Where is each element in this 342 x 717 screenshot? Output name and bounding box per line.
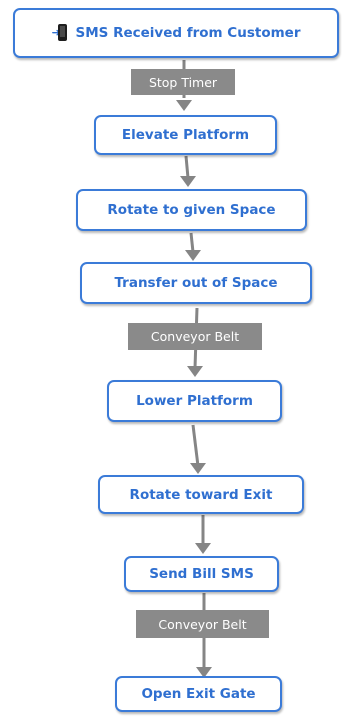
edge-label-conveyor-belt-1: Conveyor Belt (128, 323, 262, 350)
arrowhead-4 (187, 366, 203, 377)
step-label: Rotate to given Space (107, 202, 276, 218)
step-label: Elevate Platform (121, 127, 250, 143)
step-sms-received[interactable]: ➜ SMS Received from Customer (13, 8, 339, 58)
step-transfer-out[interactable]: Transfer out of Space (80, 262, 312, 304)
connector-3 (189, 232, 195, 253)
phone-arrow-icon: ➜ (52, 24, 68, 42)
edge-label-conveyor-belt-2: Conveyor Belt (136, 610, 269, 638)
step-label: Transfer out of Space (114, 275, 278, 291)
connector-5 (191, 424, 200, 467)
arrowhead-2 (180, 176, 196, 187)
step-label: SMS Received from Customer (75, 25, 301, 41)
step-elevate-platform[interactable]: Elevate Platform (94, 115, 277, 155)
step-rotate-to-space[interactable]: Rotate to given Space (76, 189, 307, 231)
arrowhead-6 (195, 543, 211, 554)
step-rotate-to-exit[interactable]: Rotate toward Exit (98, 475, 304, 514)
step-label: Open Exit Gate (141, 686, 256, 702)
arrowhead-1 (176, 100, 192, 111)
step-label: Send Bill SMS (149, 566, 254, 582)
step-label: Lower Platform (136, 393, 253, 409)
arrowhead-3 (185, 250, 201, 261)
step-label: Rotate toward Exit (129, 486, 273, 503)
step-send-bill-sms[interactable]: Send Bill SMS (124, 556, 279, 592)
arrowhead-7 (196, 667, 212, 678)
edge-label-stop-timer: Stop Timer (131, 69, 235, 95)
connector-2 (184, 155, 190, 179)
arrowhead-5 (190, 463, 206, 474)
step-open-exit-gate[interactable]: Open Exit Gate (115, 676, 282, 712)
step-lower-platform[interactable]: Lower Platform (107, 380, 282, 422)
